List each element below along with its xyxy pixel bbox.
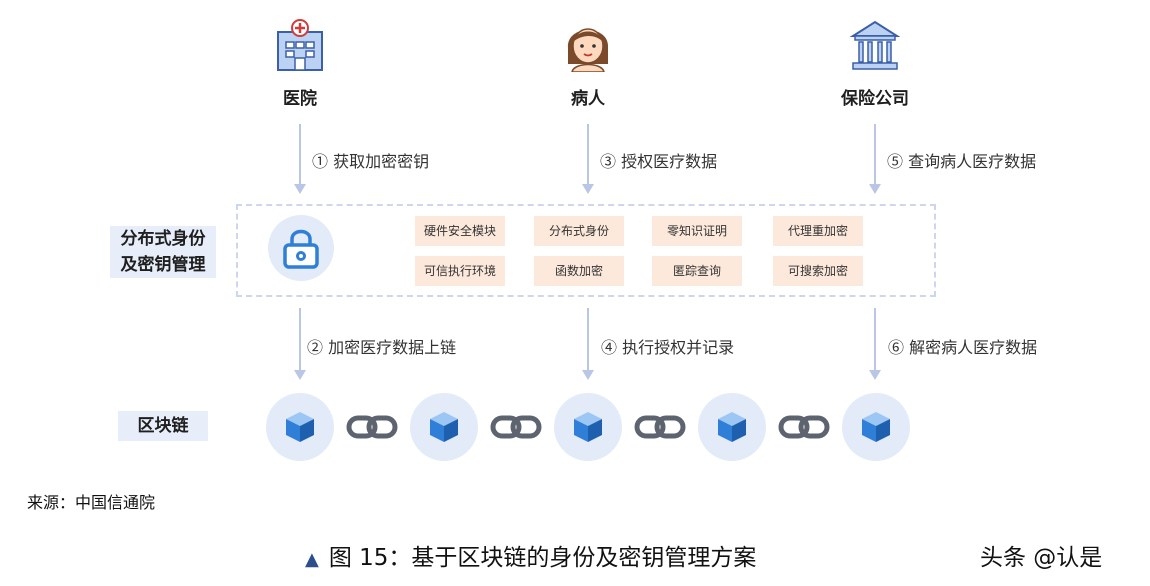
- chain-link-icon: [490, 415, 542, 439]
- source-note: 来源：中国信通院: [27, 493, 156, 512]
- actor-insurer: 保险公司: [815, 18, 935, 109]
- cube-icon: [430, 412, 458, 442]
- chain-link-icon: [634, 415, 686, 439]
- arrow-line-bottom-3: [874, 308, 876, 370]
- cube-icon: [718, 412, 746, 442]
- arrow-head-top-2: [582, 184, 594, 194]
- caption-text: 图 15：基于区块链的身份及密钥管理方案: [328, 545, 757, 571]
- step-3: ③ 授权医疗数据: [600, 152, 718, 171]
- arrow-line-bottom-1: [299, 308, 301, 370]
- block-node-3: [554, 393, 622, 461]
- lock-badge: [268, 215, 334, 281]
- tag-pre: 代理重加密: [773, 216, 863, 246]
- tag-tee: 可信执行环境: [415, 256, 505, 286]
- lock-icon: [283, 229, 319, 269]
- chain-link-icon: [778, 415, 830, 439]
- cube-icon: [286, 412, 314, 442]
- step-5: ⑤ 查询病人医疗数据: [887, 152, 1037, 171]
- block-node-5: [842, 393, 910, 461]
- cube-icon: [574, 412, 602, 442]
- tag-se: 可搜索加密: [773, 256, 863, 286]
- step-6: ⑥ 解密病人医疗数据: [888, 338, 1038, 357]
- identity-label: 分布式身份 及密钥管理: [110, 226, 216, 278]
- hospital-icon: [277, 19, 323, 71]
- actor-patient: 病人: [528, 18, 648, 109]
- arrow-head-bottom-2: [582, 370, 594, 380]
- step-4: ④ 执行授权并记录: [601, 338, 735, 357]
- watermark: 头条 @认是: [980, 545, 1103, 571]
- arrow-line-top-3: [874, 124, 876, 184]
- cube-icon: [862, 412, 890, 442]
- block-node-2: [410, 393, 478, 461]
- arrow-head-bottom-3: [869, 370, 881, 380]
- tag-pir: 匿踪查询: [652, 256, 742, 286]
- tag-hsm: 硬件安全模块: [415, 216, 505, 246]
- actor-label-insurer: 保险公司: [841, 89, 909, 109]
- arrow-head-top-3: [869, 184, 881, 194]
- actor-hospital: 医院: [240, 18, 360, 109]
- blockchain-label: 区块链: [118, 411, 208, 441]
- tag-zkp: 零知识证明: [652, 216, 742, 246]
- patient-icon: [567, 28, 609, 72]
- chain-link-icon: [346, 415, 398, 439]
- step-1: ① 获取加密密钥: [312, 152, 430, 171]
- step-2: ② 加密医疗数据上链: [307, 338, 457, 357]
- bank-icon: [849, 20, 901, 70]
- figure-caption: ▲ 图 15：基于区块链的身份及密钥管理方案: [305, 538, 756, 572]
- block-node-1: [266, 393, 334, 461]
- triangle-icon: ▲: [305, 549, 319, 570]
- arrow-line-bottom-2: [587, 308, 589, 370]
- tag-did: 分布式身份: [534, 216, 624, 246]
- actor-label-hospital: 医院: [283, 89, 317, 109]
- arrow-line-top-1: [299, 124, 301, 184]
- actor-label-patient: 病人: [571, 89, 605, 109]
- block-node-4: [698, 393, 766, 461]
- identity-box: [236, 204, 936, 297]
- arrow-head-top-1: [294, 184, 306, 194]
- tag-fe: 函数加密: [534, 256, 624, 286]
- arrow-line-top-2: [587, 124, 589, 184]
- arrow-head-bottom-1: [294, 370, 306, 380]
